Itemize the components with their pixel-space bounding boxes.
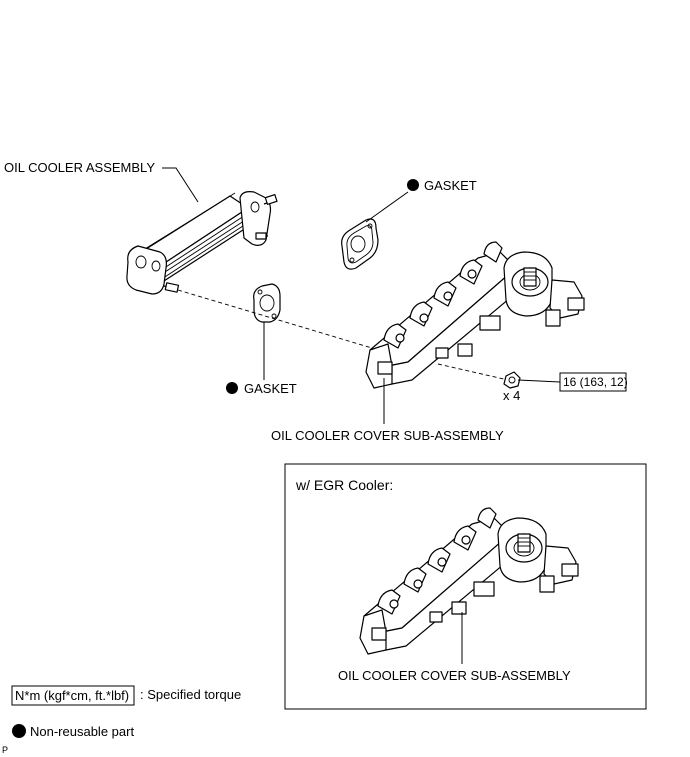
label-gasket-bottom: GASKET [244,381,297,396]
gasket-top [341,218,379,270]
label-egr-oil-cooler-cover: OIL COOLER COVER SUB-ASSEMBLY [338,668,571,683]
leader-torque [517,379,561,383]
alignment-line [177,289,373,349]
label-oil-cooler-cover: OIL COOLER COVER SUB-ASSEMBLY [271,428,504,443]
torque-value: 16 (163, 12) [563,375,628,389]
leader-gasket-top [365,191,409,223]
nonreusable-dot-top [407,179,419,191]
nonreusable-dot-bottom [226,382,238,394]
legend-torque-desc: : Specified torque [140,687,241,702]
nut-quantity: x 4 [503,388,520,403]
legend-torque-unit: N*m (kgf*cm, ft.*lbf) [15,688,129,703]
label-gasket-top: GASKET [424,178,477,193]
oil-cooler-assembly [126,191,278,295]
legend-nonreusable-desc: Non-reusable part [30,724,134,739]
flange-nut [503,371,521,389]
egr-inset-title: w/ EGR Cooler: [295,477,393,493]
gasket-bottom [253,283,281,323]
legend-torque-box [11,685,135,706]
corner-mark: P [2,745,8,755]
oil-cooler-cover-main [365,241,585,389]
leader-oil-cooler [162,167,199,203]
torque-box [559,372,627,392]
oil-cooler-cover-egr [359,507,579,655]
bolt-axis-line [437,363,509,381]
legend-nonreusable-dot [12,724,26,738]
label-oil-cooler-assembly: OIL COOLER ASSEMBLY [4,160,155,175]
